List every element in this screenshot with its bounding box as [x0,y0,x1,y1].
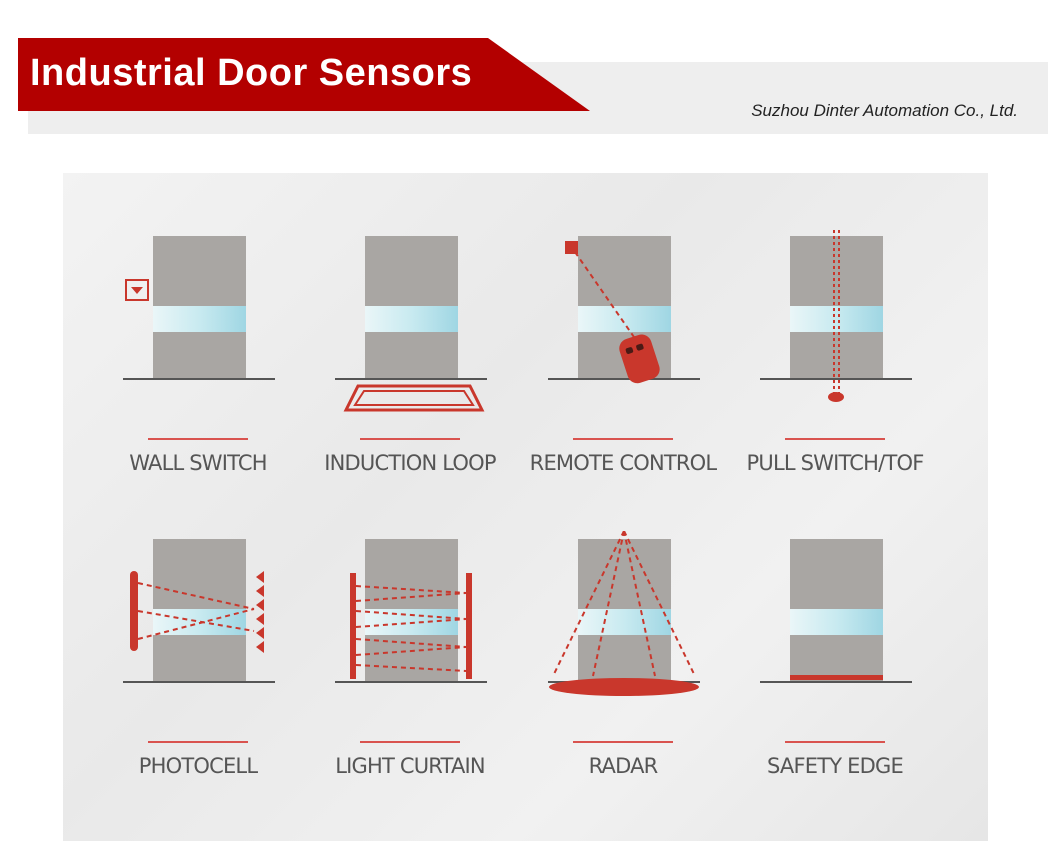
sensor-label: REMOTE CONTROL [529,451,717,475]
title-banner [18,38,590,111]
sensor-card-pull-switch: PULL SWITCH/TOF [747,228,965,518]
sensor-card-light-curtain: LIGHT CURTAIN [330,531,540,821]
sensor-label: PHOTOCELL [138,754,258,778]
light-curtain-icon [335,539,487,683]
radar-icon [548,531,700,696]
sensor-label: RADAR [588,754,659,778]
sensor-label: INDUCTION LOOP [324,451,496,475]
company-name: Suzhou Dinter Automation Co., Ltd. [751,101,1018,120]
sensor-card-induction-loop: INDUCTION LOOP [324,228,540,518]
sensor-card-safety-edge: SAFETY EDGE [755,531,965,821]
page-title: Industrial Door Sensors [30,52,473,94]
sensor-panel: WALL SWITCH INDUCTION LOOP REMOTE CONTRO… [63,173,988,841]
safety-edge-icon [760,539,912,683]
photocell-icon [123,539,275,683]
sensor-card-wall-switch: WALL SWITCH [118,228,328,518]
wall-switch-icon [123,236,275,380]
induction-loop-icon [335,236,487,412]
sensor-label: WALL SWITCH [129,451,267,475]
remote-control-icon [548,236,700,384]
sensor-label: LIGHT CURTAIN [335,754,485,778]
sensor-card-remote-control: REMOTE CONTROL [530,228,753,518]
sensor-card-photocell: PHOTOCELL [118,531,328,821]
sensor-card-radar: RADAR [543,531,753,821]
pull-switch-icon [760,228,912,402]
sensor-label: PULL SWITCH/TOF [746,451,925,475]
sensor-label: SAFETY EDGE [767,754,904,778]
